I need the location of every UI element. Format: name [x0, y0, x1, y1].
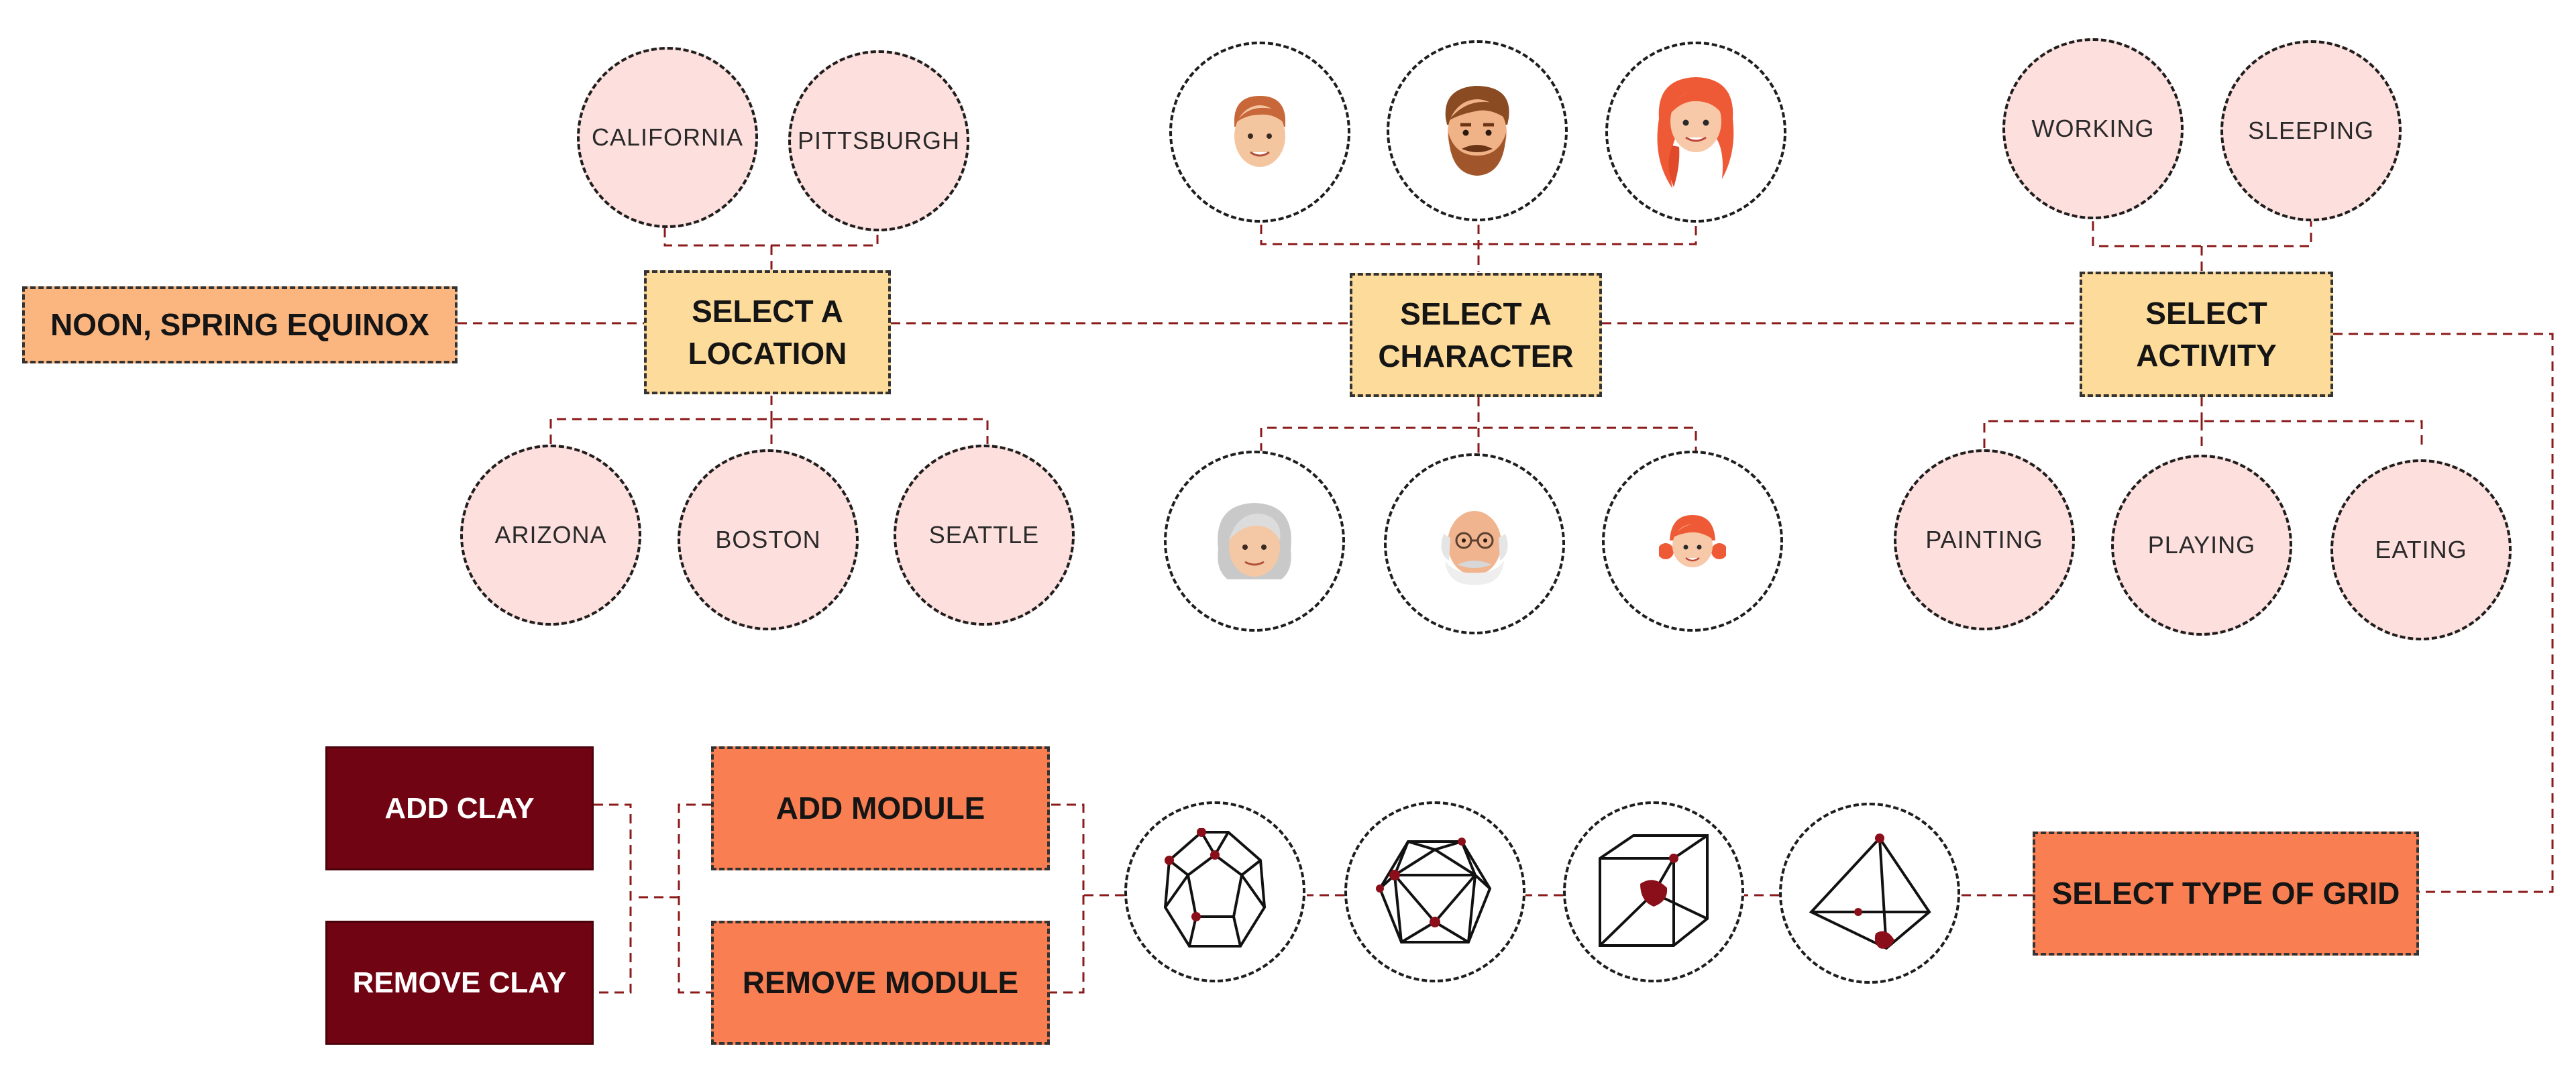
icosahedron-grid-icon	[1376, 838, 1492, 943]
grandfather-face-icon	[1441, 511, 1508, 585]
pyramid-grid-icon	[1809, 834, 1931, 950]
location-option-pittsburgh[interactable]: PITTSBURGH	[788, 50, 969, 231]
remove-clay-box[interactable]: REMOVE CLAY	[325, 921, 594, 1045]
location-option-label: CALIFORNIA	[591, 123, 744, 151]
select-location-box[interactable]: SELECT A LOCATION	[644, 270, 891, 394]
activity-option-label: PLAYING	[2147, 531, 2256, 559]
select-activity-box[interactable]: SELECT ACTIVITY	[2080, 272, 2333, 397]
cube-grid-icon	[1599, 834, 1709, 947]
select-grid-type-box[interactable]: SELECT TYPE OF GRID	[2033, 832, 2419, 956]
location-option-california[interactable]: CALIFORNIA	[577, 47, 758, 228]
select-grid-type-label: SELECT TYPE OF GRID	[2051, 876, 2400, 911]
select-character-box[interactable]: SELECT A CHARACTER	[1350, 273, 1602, 397]
add-module-label: ADD MODULE	[775, 791, 985, 826]
grid-option-cube[interactable]	[1563, 801, 1744, 982]
start-box: NOON, SPRING EQUINOX	[22, 286, 458, 363]
activity-option-eating[interactable]: EATING	[2330, 459, 2512, 640]
select-location-label: SELECT A LOCATION	[688, 294, 847, 371]
young-man-face-icon	[1234, 96, 1285, 167]
activity-option-painting[interactable]: PAINTING	[1894, 449, 2075, 630]
grid-option-pyramid[interactable]	[1779, 803, 1960, 984]
activity-option-label: SLEEPING	[2247, 117, 2375, 144]
activity-option-sleeping[interactable]: SLEEPING	[2220, 40, 2402, 221]
location-option-label: PITTSBURGH	[797, 127, 960, 154]
character-option-grandfather[interactable]	[1384, 453, 1565, 634]
location-option-label: BOSTON	[715, 526, 821, 553]
activity-option-label: WORKING	[2031, 115, 2155, 142]
remove-module-label: REMOVE MODULE	[742, 965, 1019, 1000]
dodecahedron-grid-icon	[1163, 828, 1267, 948]
character-option-grandmother[interactable]	[1164, 451, 1345, 632]
bearded-man-face-icon	[1445, 86, 1509, 176]
red-haired-woman-face-icon	[1657, 77, 1734, 188]
add-clay-box[interactable]: ADD CLAY	[325, 746, 594, 870]
select-activity-label: SELECT ACTIVITY	[2136, 296, 2277, 373]
character-option-red-haired-woman[interactable]	[1605, 42, 1786, 223]
remove-clay-label: REMOVE CLAY	[352, 966, 567, 999]
add-clay-label: ADD CLAY	[384, 791, 535, 825]
activity-option-label: EATING	[2375, 536, 2467, 563]
location-option-seattle[interactable]: SEATTLE	[894, 445, 1075, 626]
activity-option-working[interactable]: WORKING	[2002, 38, 2184, 219]
location-option-boston[interactable]: BOSTON	[678, 449, 859, 630]
activity-option-label: PAINTING	[1925, 526, 2043, 553]
character-option-young-man[interactable]	[1169, 42, 1350, 223]
add-module-box[interactable]: ADD MODULE	[711, 746, 1050, 870]
grandmother-face-icon	[1218, 503, 1291, 579]
grid-option-icosahedron[interactable]	[1344, 801, 1525, 982]
grid-option-dodecahedron[interactable]	[1124, 801, 1305, 982]
select-character-label: SELECT A CHARACTER	[1378, 296, 1574, 374]
location-option-arizona[interactable]: ARIZONA	[460, 445, 641, 626]
activity-option-playing[interactable]: PLAYING	[2111, 455, 2292, 636]
girl-face-icon	[1659, 515, 1726, 567]
remove-module-box[interactable]: REMOVE MODULE	[711, 921, 1050, 1045]
location-option-label: SEATTLE	[928, 521, 1040, 549]
character-option-bearded-man[interactable]	[1387, 40, 1568, 221]
location-option-label: ARIZONA	[494, 521, 607, 549]
character-option-girl[interactable]	[1602, 451, 1783, 632]
start-label: NOON, SPRING EQUINOX	[50, 307, 429, 343]
